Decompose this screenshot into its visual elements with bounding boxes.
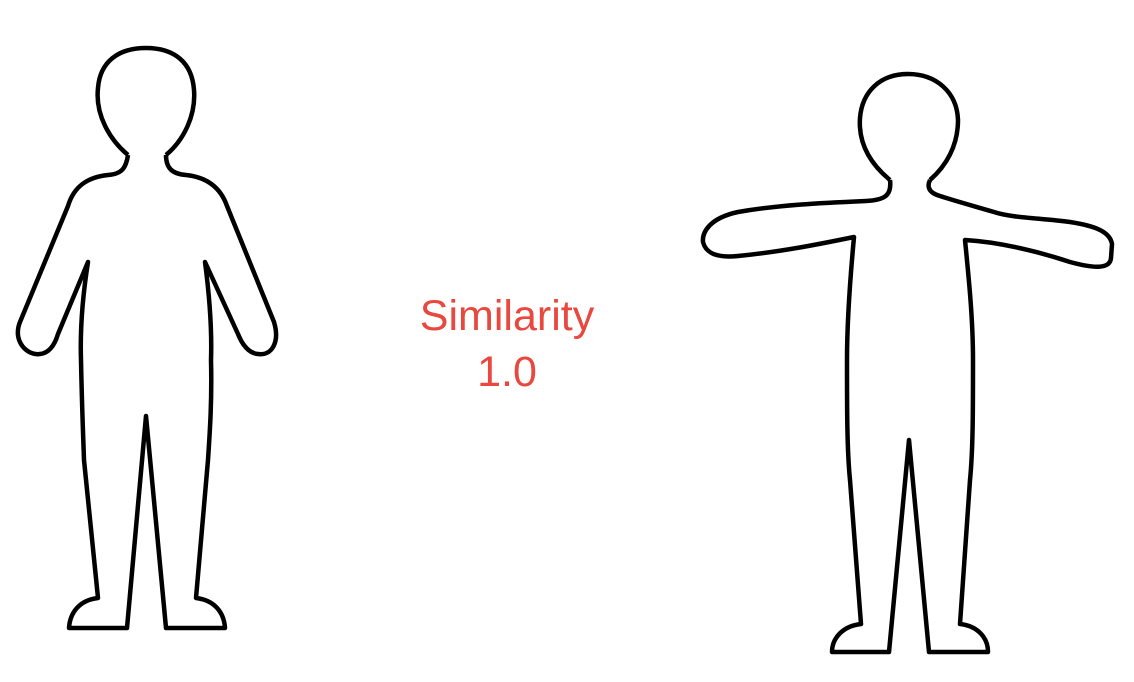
right-person-body-icon [700,178,1115,655]
right-person-head-icon [857,71,961,182]
person-arms-out-icon [700,71,1115,655]
left-person-body-icon [15,154,279,631]
similarity-value: 1.0 [477,348,537,396]
left-person-head-icon [95,45,197,157]
person-arms-down-icon [15,45,279,631]
similarity-label: Similarity 1.0 [357,288,657,400]
similarity-title: Similarity [419,292,595,340]
